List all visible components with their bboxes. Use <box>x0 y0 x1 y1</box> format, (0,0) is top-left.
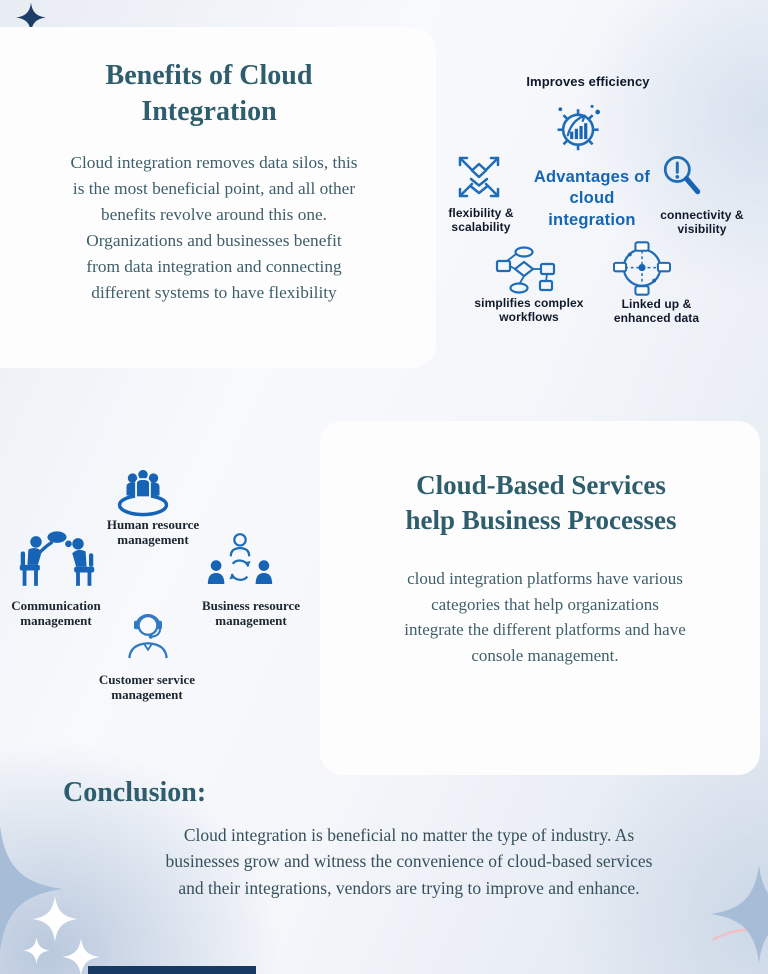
conclusion-body: Cloud integration is beneficial no matte… <box>165 825 653 898</box>
benefits-card <box>0 27 436 368</box>
people-sync-icon <box>206 530 274 592</box>
management-item-label: Business resource management <box>201 598 301 628</box>
management-item-label: Communication management <box>11 598 101 628</box>
services-card <box>320 421 760 775</box>
headset-agent-icon <box>120 602 176 662</box>
flowchart-icon <box>495 245 557 295</box>
sparkle-icon <box>23 937 50 964</box>
sparkle-icon <box>707 865 768 963</box>
services-title: Cloud-Based Services help Business Proce… <box>405 470 677 536</box>
efficiency-gear-chart-icon <box>551 97 607 155</box>
advantages-item-label: simplifies complex workflows <box>474 296 584 325</box>
advantages-item-label: Linked up & enhanced data <box>613 297 700 326</box>
expand-arrows-icon <box>453 151 505 203</box>
corner-sparkle-icon <box>16 1 46 34</box>
advantages-item-label: connectivity & visibility <box>660 208 744 237</box>
people-group-icon <box>110 464 176 520</box>
conclusion-heading: Conclusion: <box>63 777 207 808</box>
advantages-item-label: flexibility & scalability <box>448 206 514 235</box>
sparkle-icon <box>32 896 78 942</box>
benefits-body: Cloud integration removes data silos, th… <box>70 153 358 302</box>
management-item-label: Human resource management <box>106 517 200 547</box>
benefits-title: Benefits of Cloud Integration <box>105 60 313 128</box>
management-item-label: Customer service management <box>98 672 196 702</box>
advantages-top-label: Improves efficiency <box>526 74 650 89</box>
sparkle-icon <box>62 938 100 974</box>
communication-icon <box>15 530 99 592</box>
magnifier-alert-icon <box>656 149 706 201</box>
linked-hub-icon <box>613 241 671 296</box>
sparkle-icon <box>0 826 63 952</box>
services-body: cloud integration platforms have various… <box>404 569 686 665</box>
footer-accent-bar <box>88 966 256 974</box>
advantages-center-title: Advantages of cloud integration <box>533 168 651 229</box>
